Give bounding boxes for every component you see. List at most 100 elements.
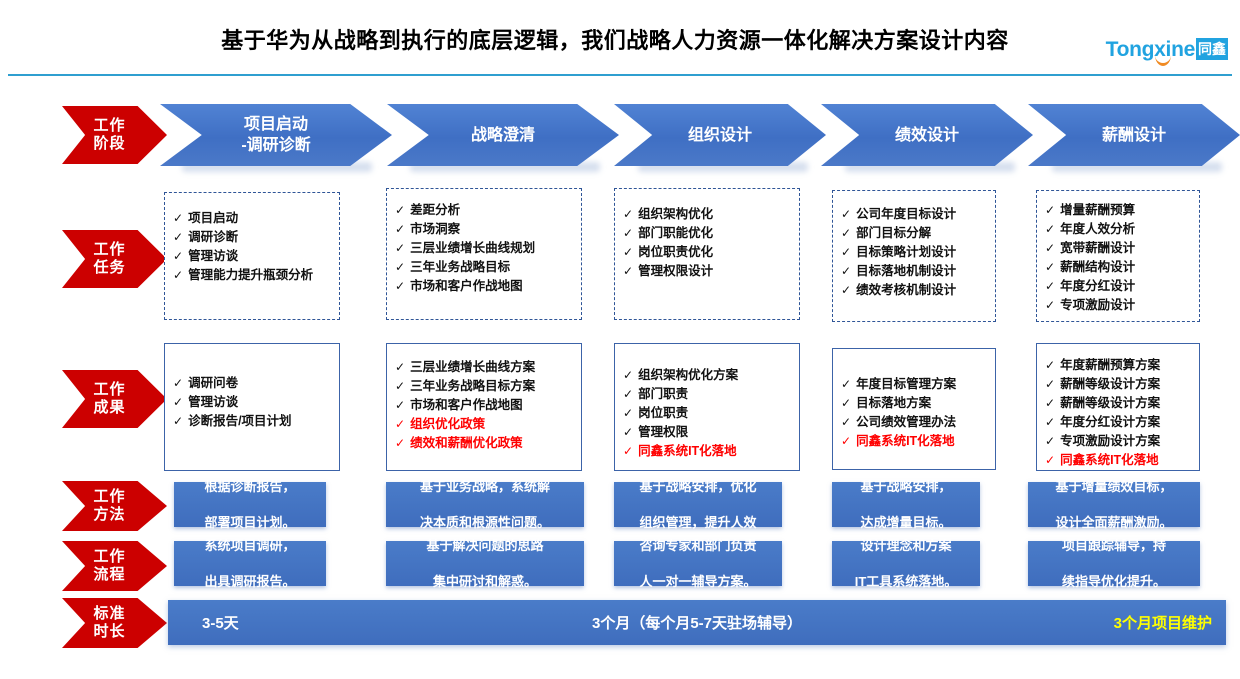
task-box-3[interactable]: ✓组织架构优化✓部门职能优化✓岗位职责优化✓管理权限设计 bbox=[614, 188, 800, 320]
list-item: ✓组织架构优化 bbox=[623, 205, 793, 224]
list-item-label: 公司年度目标设计 bbox=[856, 207, 957, 221]
check-icon: ✓ bbox=[395, 417, 406, 431]
list-item-label: 管理权限设计 bbox=[638, 264, 714, 278]
method-box-4-line1: 基于战略安排， bbox=[860, 478, 952, 494]
method-box-2[interactable]: 基于业务战略，系统解决本质和根源性问题。 bbox=[386, 479, 584, 530]
task-box-2[interactable]: ✓差距分析✓市场洞察✓三层业绩增长曲线规划✓三年业务战略目标✓市场和客户作战地图 bbox=[386, 188, 582, 320]
list-item-label: 市场和客户作战地图 bbox=[410, 279, 523, 293]
stage-arrow-2[interactable]: 战略澄清 bbox=[387, 104, 619, 166]
list-item: ✓年度分红设计方案 bbox=[1045, 413, 1193, 432]
check-icon: ✓ bbox=[173, 268, 184, 282]
check-icon: ✓ bbox=[173, 376, 184, 390]
method-box-5[interactable]: 基于增量绩效目标，设计全面薪酬激励。 bbox=[1028, 479, 1200, 530]
duration-left-value: 3-5天 bbox=[202, 615, 239, 632]
list-item-label: 薪酬结构设计 bbox=[1060, 260, 1136, 274]
check-icon: ✓ bbox=[1045, 298, 1056, 312]
check-icon: ✓ bbox=[623, 387, 634, 401]
list-item-label: 组织架构优化 bbox=[638, 207, 714, 221]
list-item: ✓绩效考核机制设计 bbox=[841, 281, 989, 300]
stage-arrow-3[interactable]: 组织设计 bbox=[614, 104, 826, 166]
list-item-label: 年度人效分析 bbox=[1060, 222, 1136, 236]
task-list-4: ✓公司年度目标设计✓部门目标分解✓目标策略计划设计✓目标落地机制设计✓绩效考核机… bbox=[841, 205, 989, 300]
list-item-label: 同鑫系统IT化落地 bbox=[856, 434, 955, 448]
list-item-label: 部门职能优化 bbox=[638, 226, 714, 240]
result-box-2[interactable]: ✓三层业绩增长曲线方案✓三年业务战略目标方案✓市场和客户作战地图✓组织优化政策✓… bbox=[386, 343, 582, 471]
task-list-2: ✓差距分析✓市场洞察✓三层业绩增长曲线规划✓三年业务战略目标✓市场和客户作战地图 bbox=[395, 201, 575, 296]
method-box-3-line2: 组织管理，提升人效 bbox=[639, 514, 757, 530]
check-icon: ✓ bbox=[623, 368, 634, 382]
method-box-3[interactable]: 基于战略安排，优化组织管理，提升人效 bbox=[614, 479, 782, 530]
list-item: ✓项目启动 bbox=[173, 209, 333, 228]
row-label-tasks-line1: 工作 bbox=[93, 241, 126, 258]
process-box-3-line1: 咨询专家和部门负责 bbox=[639, 537, 757, 553]
check-icon: ✓ bbox=[1045, 358, 1056, 372]
list-item-label: 同鑫系统IT化落地 bbox=[638, 444, 737, 458]
list-item-label: 三层业绩增长曲线方案 bbox=[410, 360, 536, 374]
list-item: ✓ 调研问卷 bbox=[173, 374, 333, 393]
result-list-1: ✓调研问卷✓管理访谈✓诊断报告/项目计划 bbox=[173, 374, 333, 431]
check-icon: ✓ bbox=[623, 245, 634, 259]
check-icon: ✓ bbox=[395, 279, 406, 293]
process-box-2-line2: 集中研讨和解惑。 bbox=[432, 573, 537, 589]
method-box-2-line1: 基于业务战略，系统解 bbox=[419, 478, 550, 494]
list-item-label: 管理能力提升瓶颈分析 bbox=[188, 268, 314, 282]
process-box-5[interactable]: 项目跟踪辅导，持续指导优化提升。 bbox=[1028, 538, 1200, 589]
result-box-1[interactable]: ✓调研问卷✓管理访谈✓诊断报告/项目计划 bbox=[164, 343, 340, 471]
task-box-5[interactable]: ✓增量薪酬预算✓年度人效分析✓宽带薪酬设计✓薪酬结构设计✓年度分红设计✓专项激励… bbox=[1036, 190, 1200, 322]
task-box-4[interactable]: ✓公司年度目标设计✓部门目标分解✓目标策略计划设计✓目标落地机制设计✓绩效考核机… bbox=[832, 190, 996, 322]
stage-arrow-5-line1: 薪酬设计 bbox=[1101, 126, 1166, 144]
check-icon: ✓ bbox=[623, 264, 634, 278]
process-box-3[interactable]: 咨询专家和部门负责人一对一辅导方案。 bbox=[614, 538, 782, 589]
list-item: ✓岗位职责 bbox=[623, 404, 793, 423]
check-icon: ✓ bbox=[623, 406, 634, 420]
row-label-process-line2: 流程 bbox=[93, 566, 126, 583]
result-box-3[interactable]: ✓组织架构优化方案✓部门职责✓岗位职责✓管理权限✓同鑫系统IT化落地 bbox=[614, 343, 800, 471]
check-icon: ✓ bbox=[623, 444, 634, 458]
duration-center-value: 3个月（每个月5-7天驻场辅导） bbox=[591, 615, 803, 632]
task-box-1[interactable]: ✓项目启动✓调研诊断✓管理访谈✓管理能力提升瓶颈分析 bbox=[164, 192, 340, 320]
list-item: ✓年度分红设计 bbox=[1045, 277, 1193, 296]
logo-smile-arc-icon bbox=[1154, 55, 1171, 66]
list-item-label: 增量薪酬预算 bbox=[1060, 203, 1136, 217]
list-item: ✓薪酬等级设计方案 bbox=[1045, 375, 1193, 394]
stage-arrow-1-line1: 项目启动 bbox=[243, 116, 308, 133]
check-icon: ✓ bbox=[1045, 222, 1056, 236]
method-box-4[interactable]: 基于战略安排，达成增量目标。 bbox=[832, 479, 980, 530]
process-box-1[interactable]: 系统项目调研，出具调研报告。 bbox=[174, 538, 326, 589]
stage-arrow-4[interactable]: 绩效设计 bbox=[821, 104, 1033, 166]
list-item-label: 调研问卷 bbox=[188, 376, 239, 390]
list-item: ✓诊断报告/项目计划 bbox=[173, 412, 333, 431]
stage-arrow-shadow-3 bbox=[638, 162, 808, 172]
check-icon: ✓ bbox=[1045, 260, 1056, 274]
process-box-3-line2: 人一对一辅导方案。 bbox=[639, 573, 757, 589]
stage-arrow-1[interactable]: 项目启动 -调研诊断 bbox=[160, 104, 392, 166]
stage-arrow-5[interactable]: 薪酬设计 bbox=[1028, 104, 1240, 166]
check-icon: ✓ bbox=[841, 434, 852, 448]
check-icon: ✓ bbox=[841, 207, 852, 221]
process-box-1-line1: 系统项目调研， bbox=[204, 537, 296, 553]
stage-arrow-shadow-1 bbox=[182, 162, 372, 172]
list-item: ✓部门职责 bbox=[623, 385, 793, 404]
duration-right-value: 3个月项目维护 bbox=[1113, 615, 1212, 632]
list-item: ✓ 管理能力提升瓶颈分析 bbox=[173, 266, 333, 285]
row-label-tasks-line2: 任务 bbox=[93, 259, 126, 276]
list-item: ✓目标落地机制设计 bbox=[841, 262, 989, 281]
list-item: ✓绩效和薪酬优化政策 bbox=[395, 434, 575, 453]
result-box-4[interactable]: ✓年度目标管理方案✓目标落地方案✓公司绩效管理办法✓同鑫系统IT化落地 bbox=[832, 348, 996, 470]
duration-bar[interactable]: 3-5天 3个月（每个月5-7天驻场辅导） 3个月项目维护 bbox=[168, 600, 1226, 645]
method-box-1[interactable]: 根据诊断报告，部署项目计划。 bbox=[174, 479, 326, 530]
result-box-5[interactable]: ✓年度薪酬预算方案✓薪酬等级设计方案✓薪酬等级设计方案✓年度分红设计方案✓专项激… bbox=[1036, 343, 1200, 471]
list-item: ✓目标落地方案 bbox=[841, 394, 989, 413]
check-icon: ✓ bbox=[1045, 377, 1056, 391]
list-item: ✓岗位职责优化 bbox=[623, 243, 793, 262]
list-item-label: 组织优化政策 bbox=[410, 417, 486, 431]
list-item-label: 绩效和薪酬优化政策 bbox=[410, 436, 523, 450]
list-item: ✓ 薪酬结构设计 bbox=[1045, 258, 1193, 277]
list-item-label: 管理权限 bbox=[638, 425, 689, 439]
check-icon: ✓ bbox=[1045, 415, 1056, 429]
list-item: ✓薪酬等级设计方案 bbox=[1045, 394, 1193, 413]
process-box-4-line2: IT工具系统落地。 bbox=[854, 573, 958, 589]
process-box-2[interactable]: 基于解决问题的思路集中研讨和解惑。 bbox=[386, 538, 584, 589]
